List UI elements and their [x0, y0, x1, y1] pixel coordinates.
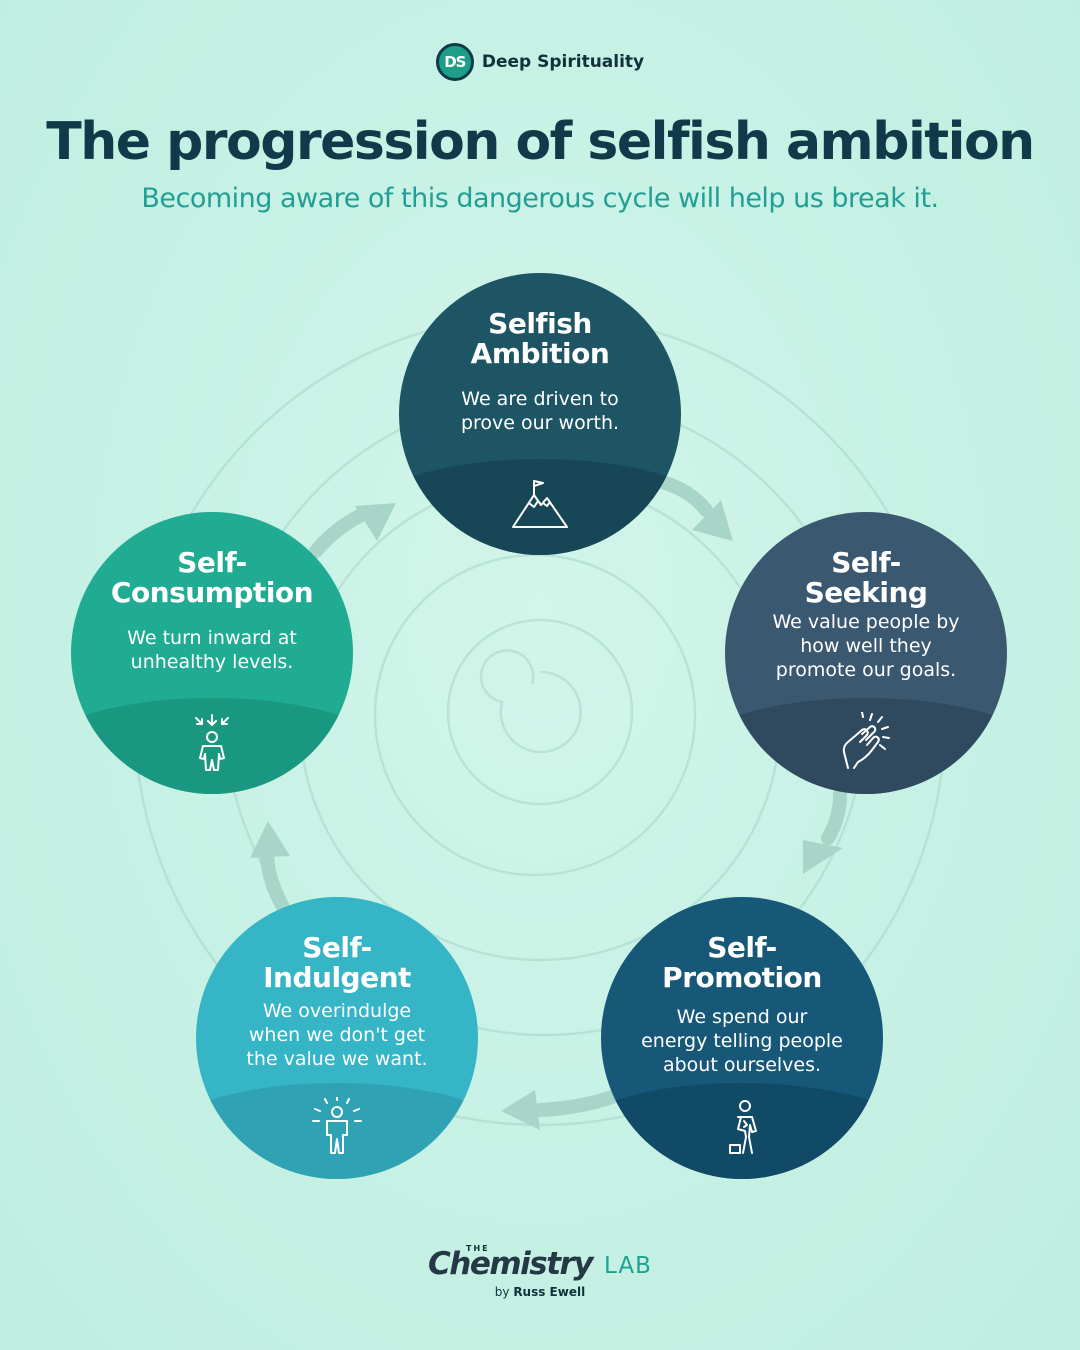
page-title: The progression of selfish ambition: [46, 112, 1035, 172]
page-subtitle: Becoming aware of this dangerous cycle w…: [141, 183, 939, 214]
arrow-4-to-5: [260, 848, 289, 912]
brand-logo-icon: DS: [435, 43, 474, 81]
arrowhead-1: [692, 500, 733, 541]
node-description: We overindulge when we don't get the val…: [246, 1000, 428, 1070]
node-title: Self- Seeking: [804, 546, 928, 609]
footer-the: THE: [466, 1244, 490, 1253]
node-band: [725, 698, 1007, 794]
arrowhead-3: [501, 1090, 540, 1130]
cycle-node-self-seeking: Self- Seeking We value people by how wel…: [725, 512, 1007, 794]
footer-lab: LAB: [604, 1253, 652, 1279]
person-inward-arrows-icon: [182, 712, 242, 772]
arrowhead-2: [803, 840, 843, 874]
node-description: We are driven to prove our worth.: [460, 388, 620, 434]
clapping-hands-icon: [836, 711, 896, 772]
cycle-node-selfish-ambition: Selfish Ambition We are driven to prove …: [399, 273, 681, 555]
node-description: We spend our energy telling people about…: [641, 1006, 843, 1076]
node-band: [399, 459, 681, 555]
arrow-5-to-1: [309, 505, 375, 558]
arrow-2-to-3: [821, 788, 847, 845]
footer-author: Russ Ewell: [513, 1285, 586, 1299]
arrowhead-5: [355, 503, 396, 541]
footer-logo: THE Chemistry LAB by Russ Ewell: [0, 1240, 1080, 1310]
radiant-person-icon: [307, 1096, 367, 1157]
brand-header: DS Deep Spirituality: [0, 40, 1080, 84]
person-on-pedestal-icon: [712, 1097, 772, 1157]
node-title: Self- Indulgent: [263, 931, 411, 994]
node-title: Self- Consumption: [110, 546, 314, 609]
cycle-node-self-indulgent: Self- Indulgent We overindulge when we d…: [196, 897, 478, 1179]
footer-chemistry: Chemistry: [428, 1246, 594, 1282]
mountain-flag-icon: [510, 473, 570, 533]
cycle-node-self-promotion: Self- Promotion We spend our energy tell…: [601, 897, 883, 1179]
footer-byline: by Russ Ewell: [494, 1285, 586, 1299]
arrowhead-4: [250, 821, 290, 858]
node-description: We turn inward at unhealthy levels.: [127, 627, 297, 673]
arrow-3-to-4: [533, 1090, 619, 1117]
node-description: We value people by how well they promote…: [772, 611, 960, 681]
cycle-node-self-consumption: Self- Consumption We turn inward at unhe…: [71, 512, 353, 794]
brand-name: Deep Spirituality: [481, 52, 645, 72]
node-title: Self- Promotion: [662, 931, 822, 994]
node-title: Selfish Ambition: [470, 307, 610, 370]
